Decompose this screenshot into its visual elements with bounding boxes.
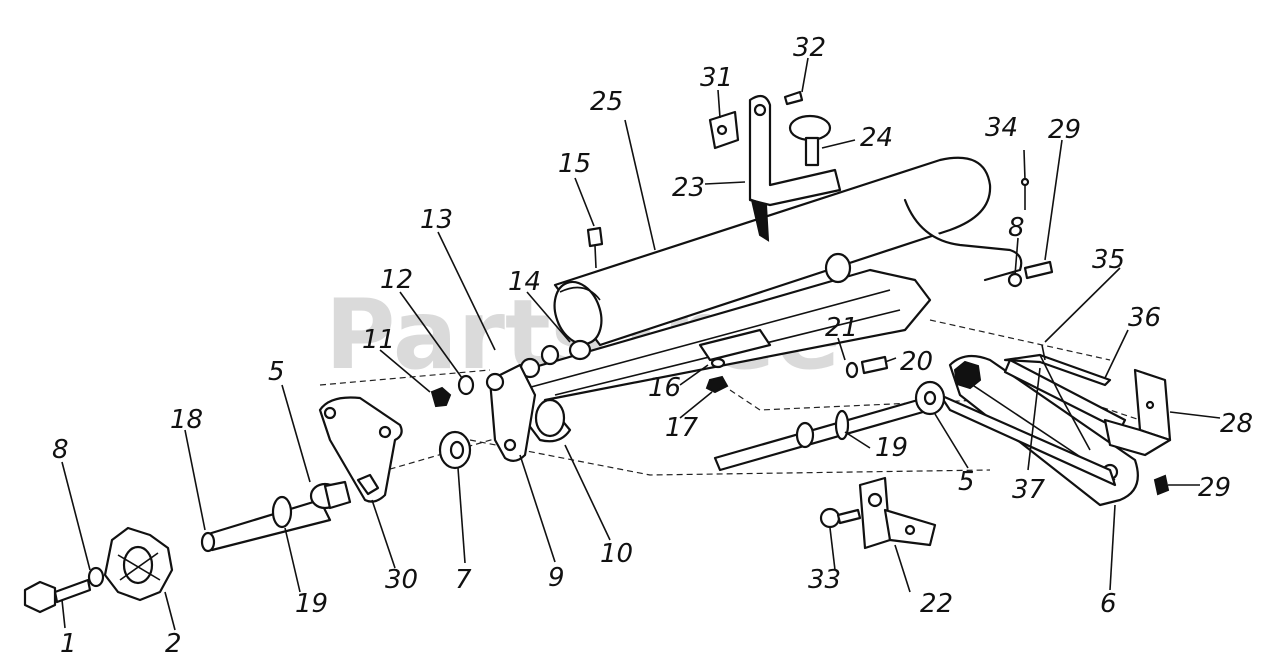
callout-16: 16 [648,373,681,403]
frame-bracket-10 [488,252,932,443]
callout-21: 21 [825,313,858,343]
bolt-15 [586,226,604,269]
bolt-20 [845,355,889,379]
bracket-28 [1103,368,1172,457]
callout-13: 13 [420,205,453,235]
bolt-29-bottom [1153,474,1170,496]
callout-25: 25 [590,87,623,117]
callout-28: 28 [1220,409,1253,439]
washer-5-right-hole [923,390,937,406]
callout-30: 30 [385,565,418,595]
callout-34: 34 [985,113,1018,143]
lever-6 [938,354,1139,507]
callout-8-left: 8 [52,435,69,465]
callout-9: 9 [548,563,565,593]
shaft-19-left [200,480,352,553]
callout-29-top: 29 [1048,115,1081,145]
callout-8-right: 8 [1008,213,1025,243]
callout-7: 7 [455,565,472,595]
callout-15: 15 [558,149,591,179]
callout-32: 32 [793,33,826,63]
sprocket-2 [103,526,174,602]
callout-24: 24 [860,123,893,153]
callout-35: 35 [1092,245,1125,275]
callout-2: 2 [165,629,182,659]
bracket-22 [858,476,937,550]
callout-labels: 1 2 5 5 6 7 8 8 9 10 11 12 13 14 15 16 1… [52,33,1253,659]
bolt-33 [819,507,862,529]
main-tube-25 [553,156,1023,347]
callout-19-right: 19 [875,433,908,463]
callout-31: 31 [700,63,733,93]
washer-12 [457,374,475,396]
callout-12: 12 [380,265,413,295]
callout-20: 20 [900,347,933,377]
callout-18: 18 [170,405,203,435]
callout-5-right: 5 [958,467,975,497]
callout-6: 6 [1100,589,1117,619]
bracket-23 [708,90,842,242]
nut-lever [953,360,982,390]
callout-17: 17 [665,413,699,443]
callout-37: 37 [1012,475,1046,505]
callout-19-left: 19 [295,589,328,619]
callout-10: 10 [600,539,633,569]
callout-33: 33 [808,565,841,595]
nut-11 [430,386,452,408]
callout-14: 14 [508,267,541,297]
callout-5-left: 5 [268,357,285,387]
bolt-1 [23,566,105,614]
leader-lines [61,57,1221,631]
callout-29-bottom: 29 [1198,473,1231,503]
callout-36: 36 [1128,303,1161,333]
cam-plate-30 [318,396,403,503]
link-plate-9 [485,363,537,462]
small-parts-center [540,339,729,394]
callout-1: 1 [60,629,77,659]
callout-11: 11 [362,325,395,355]
rod-35-37 [1003,353,1112,451]
callout-23: 23 [672,173,705,203]
bushing-7-hole [449,440,465,460]
callout-22: 22 [920,589,953,619]
